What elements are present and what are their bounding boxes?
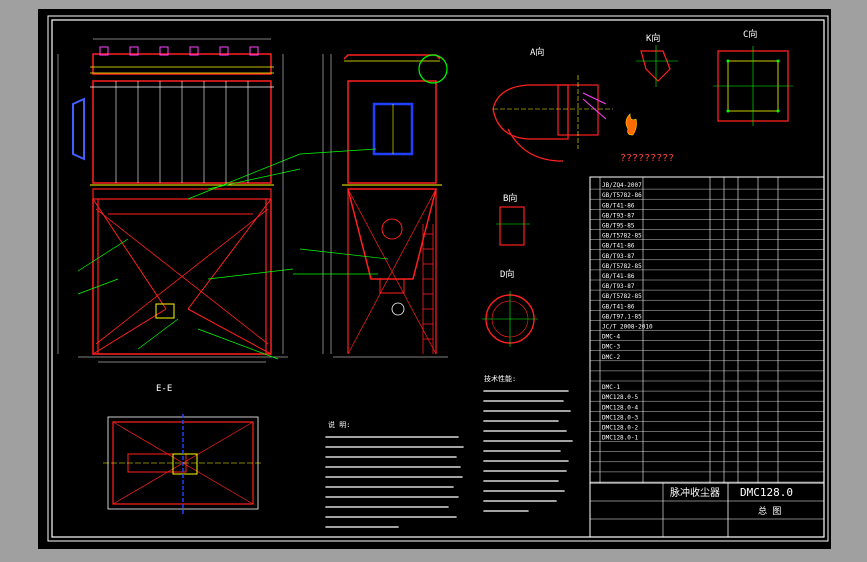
bom-code: GB/T41-86 (602, 202, 635, 209)
sheet-name: 总 图 (758, 505, 781, 517)
bom-code: DMC-3 (602, 344, 620, 351)
bom-code: JC/T 2008-2010 (602, 324, 653, 331)
detail-a (492, 75, 613, 162)
view-label-k: K向 (646, 32, 660, 44)
bom-code: GB/T5782-85 (602, 263, 642, 270)
view-label-a: A向 (530, 46, 544, 58)
outer-frame (47, 15, 829, 542)
bom-code: DMC128.0-5 (602, 394, 639, 401)
tech-req-title: 说 明: (328, 420, 350, 429)
bom-code: JB/ZQ4-2007 (602, 182, 642, 189)
technical-notes (325, 390, 573, 528)
view-label-e: E-E (156, 384, 172, 394)
cad-drawing: A向 K向 C向 B向 D向 E-E ????????? 说 明: 技术性能: … (47, 15, 829, 542)
front-view (57, 38, 301, 363)
detail-b (496, 206, 530, 246)
view-label-c: C向 (743, 28, 757, 40)
title-block (589, 482, 825, 538)
tech-data-title: 技术性能: (484, 374, 516, 383)
bom-code: DMC-2 (602, 354, 620, 361)
bom-code: DMC-4 (602, 334, 620, 341)
product-name: 脉冲收尘器 (670, 486, 720, 499)
cad-viewport[interactable]: A向 K向 C向 B向 D向 E-E ????????? 说 明: 技术性能: … (38, 9, 831, 549)
view-label-d: D向 (500, 268, 514, 280)
detail-c (713, 46, 793, 126)
view-label-b: B向 (503, 192, 517, 204)
plan-view (103, 414, 263, 514)
bom-code: DMC-1 (602, 384, 620, 391)
bom-code: DMC128.0-4 (602, 404, 639, 411)
bom-code: GB/T97.1-85 (602, 313, 642, 320)
bom-code: DMC128.0-1 (602, 435, 639, 442)
placeholder-text: ????????? (620, 153, 674, 164)
bom-code: GB/T93-87 (602, 212, 635, 219)
bom-code: GB/T41-86 (602, 273, 635, 280)
bom-code: GB/T41-86 (602, 303, 635, 310)
bom-code: GB/T93-87 (602, 253, 635, 260)
bom-code: GB/T41-86 (602, 243, 635, 250)
bom-code: GB/T5782-85 (602, 293, 642, 300)
detail-k (625, 45, 678, 136)
side-view (293, 54, 448, 358)
bom-code: GB/T5782-85 (602, 233, 642, 240)
inner-frame (51, 19, 825, 538)
drawing-number: DMC128.0 (740, 486, 793, 499)
bom-code: GB/T95-85 (602, 223, 635, 230)
bom-code: GB/T93-87 (602, 283, 635, 290)
detail-d (482, 291, 538, 347)
bom-code: GB/T5782-86 (602, 192, 642, 199)
bom-code: DMC128.0-2 (602, 425, 639, 432)
bom-table (589, 176, 825, 484)
bom-code: DMC128.0-3 (602, 414, 639, 421)
